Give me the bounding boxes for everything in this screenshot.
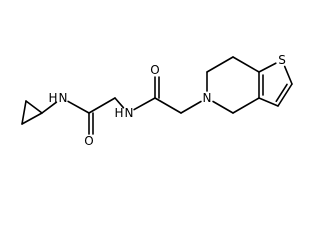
- bond-c5-c6: [206, 56, 234, 73]
- atom-hydrogen-label: H: [48, 91, 57, 105]
- bond-c7-s1: [258, 62, 277, 73]
- bonds-layer: [21, 56, 293, 135]
- bond-n1-c1: [67, 100, 90, 114]
- bond-a2-a3: [21, 100, 27, 125]
- bond-c1-c2: [88, 97, 116, 114]
- bond-c11-n3: [212, 100, 234, 114]
- bond-a1-n1: [41, 101, 58, 114]
- atom-hydrogen-label: H: [114, 106, 123, 120]
- bond-c4-n3: [180, 100, 202, 114]
- atom-n2: NH: [114, 106, 133, 120]
- atom-s1: S: [278, 53, 286, 67]
- bond-c9-c10: [277, 83, 293, 107]
- atom-label-n: N: [125, 106, 134, 120]
- bond-s1-c9: [283, 65, 293, 85]
- bond-n2-c3: [133, 97, 156, 111]
- atom-n3: N: [203, 91, 212, 105]
- atom-n1: NH: [48, 91, 67, 105]
- bond-c8-c11: [232, 97, 260, 114]
- bond-c9-c10-second: [275, 83, 288, 103]
- bond-c10-c8: [258, 97, 279, 107]
- atom-label-o: O: [84, 134, 93, 148]
- bond-c2-n2: [114, 97, 125, 109]
- atom-label-o: O: [150, 63, 159, 77]
- bond-c6-c7: [232, 56, 260, 73]
- atom-label-s: S: [278, 53, 286, 67]
- bond-c3-c4: [154, 97, 182, 114]
- atom-o2: O: [150, 63, 159, 77]
- atom-label-n: N: [59, 91, 68, 105]
- atom-o1: O: [84, 134, 93, 148]
- bond-a1-a2: [21, 112, 43, 125]
- atom-label-n: N: [203, 91, 212, 105]
- bond-a3-a1: [25, 100, 43, 114]
